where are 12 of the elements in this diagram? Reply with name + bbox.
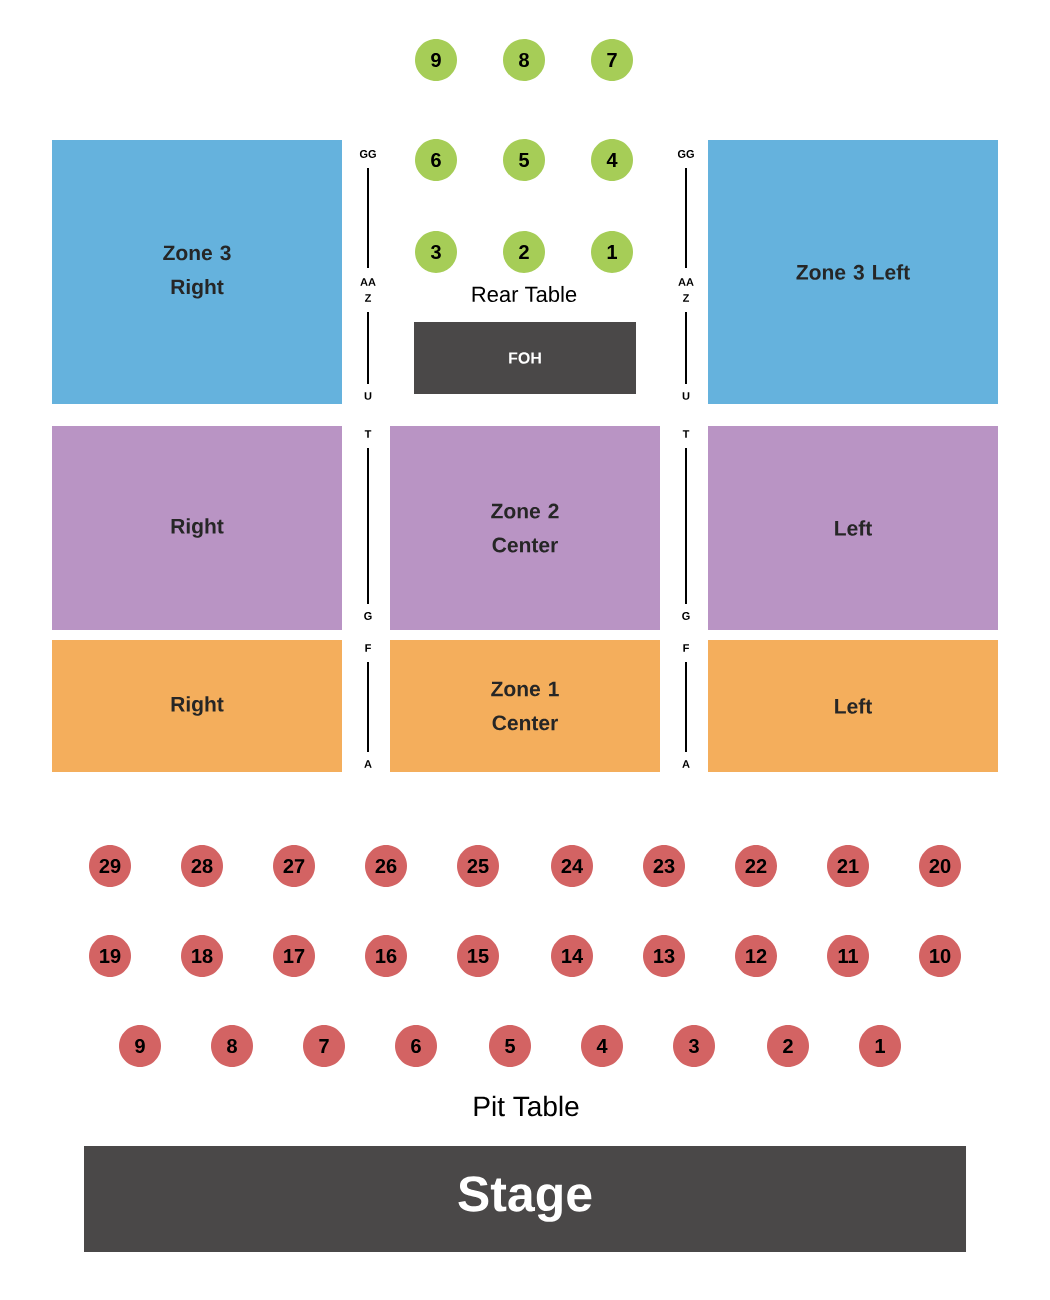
seating-section: Zone 1 Center	[390, 640, 660, 772]
stage: Stage	[84, 1146, 966, 1252]
seating-section: Zone 3 Left	[708, 140, 998, 404]
seating-section: Zone 2 Center	[390, 426, 660, 630]
seating-section: Zone 3 Right	[52, 140, 342, 404]
table-label: Pit Table	[471, 1094, 581, 1118]
seating-section: Left	[708, 426, 998, 630]
seating-section: Left	[708, 640, 998, 772]
seating-section: Right	[52, 640, 342, 772]
seating-section: Right	[52, 426, 342, 630]
table-label: Rear Table	[469, 284, 579, 304]
foh-box: FOH	[414, 322, 636, 394]
